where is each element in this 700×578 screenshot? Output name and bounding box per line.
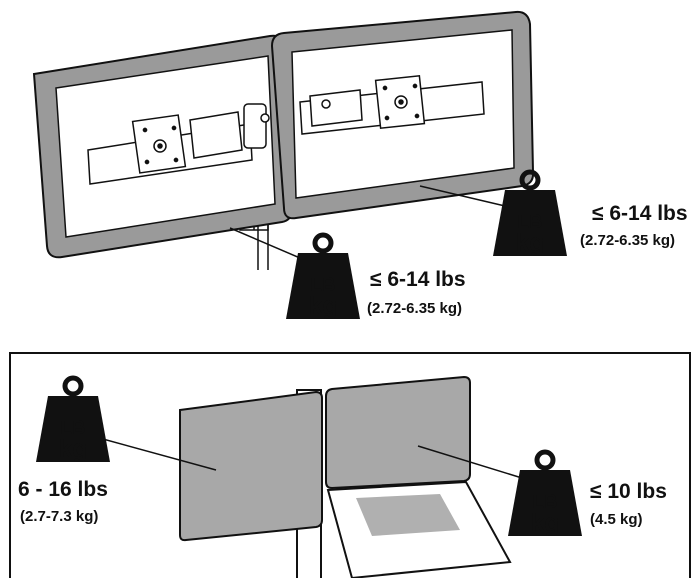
bottom-diagram: LB kg 6 - 16 lbs (2.7-7.3 kg) LB kg ≤ 10…	[9, 352, 691, 578]
left-mount-bracket	[87, 103, 270, 185]
weight-unit-kg: kg	[515, 229, 544, 257]
weight-icon: LB kg	[286, 235, 360, 320]
weight-unit-lb: LB	[517, 212, 542, 233]
weight-icon: LB kg	[493, 172, 567, 257]
laptop-weight-metric: (4.5 kg)	[590, 511, 643, 528]
left-monitor-weight-limit: ≤ 6-14 lbs	[370, 268, 466, 291]
weight-icon: LB kg	[508, 452, 582, 537]
left-weight-callout: LB kg ≤ 6-14 lbs (2.72-6.35 kg)	[229, 227, 466, 320]
right-weight-callout: LB kg ≤ 6-14 lbs (2.72-6.35 kg)	[419, 172, 688, 257]
monitor-weight-limit: 6 - 16 lbs	[18, 478, 108, 501]
laptop-weight-callout: LB kg ≤ 10 lbs (4.5 kg)	[417, 445, 667, 537]
weight-unit-kg: kg	[308, 292, 337, 320]
top-diagram: LB kg ≤ 6-14 lbs (2.72-6.35 kg) LB kg ≤ …	[32, 10, 688, 320]
left-monitor-weight-metric: (2.72-6.35 kg)	[367, 300, 462, 317]
weight-unit-lb: LB	[532, 492, 557, 513]
monitor-weight-metric: (2.7-7.3 kg)	[20, 508, 98, 525]
right-mount-bracket	[299, 75, 485, 135]
weight-unit-kg: kg	[58, 435, 87, 463]
monitor-weight-callout: LB kg 6 - 16 lbs (2.7-7.3 kg)	[18, 378, 217, 525]
laptop-screen	[325, 375, 471, 490]
right-monitor-weight-limit: ≤ 6-14 lbs	[592, 202, 688, 225]
laptop-tray	[326, 480, 512, 578]
laptop-weight-limit: ≤ 10 lbs	[590, 480, 667, 503]
weight-unit-lb: LB	[310, 275, 335, 296]
right-monitor-weight-metric: (2.72-6.35 kg)	[580, 232, 675, 249]
weight-unit-kg: kg	[530, 509, 559, 537]
weight-unit-lb: LB	[60, 418, 85, 439]
bottom-monitor	[179, 390, 323, 542]
weight-icon: LB kg	[36, 378, 110, 463]
